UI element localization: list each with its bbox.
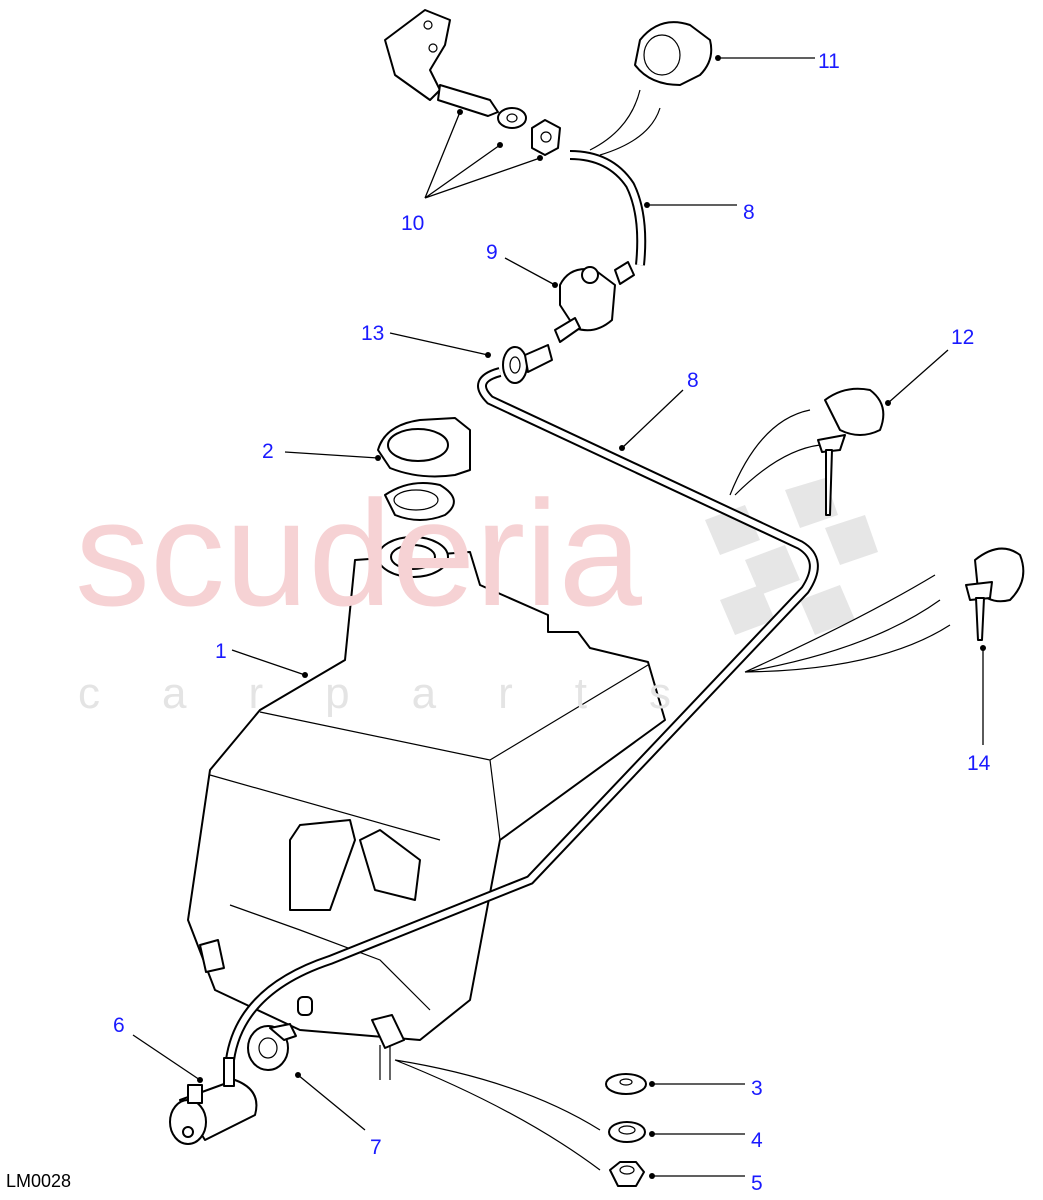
watermark-carparts: carparts — [78, 669, 733, 718]
washer-pump — [169, 1057, 258, 1145]
callout-2: 2 — [262, 440, 274, 463]
diagram-reference: LM0028 — [6, 1171, 71, 1191]
washer-hose — [225, 150, 819, 1061]
hose-connector — [502, 344, 553, 384]
non-return-valve — [554, 261, 635, 343]
watermark-scuderia: scuderia — [75, 469, 643, 637]
callout-12: 12 — [951, 326, 974, 349]
washer-spring — [608, 1121, 646, 1143]
callout-10: 10 — [401, 212, 424, 235]
callout-5: 5 — [751, 1172, 763, 1195]
checkered-flag-icon — [705, 478, 878, 635]
cable-tie — [744, 547, 1025, 673]
callout-13: 13 — [361, 322, 384, 345]
washer-reservoir — [187, 536, 666, 1080]
callout-11: 11 — [818, 50, 840, 73]
callouts: 1 2 3 4 5 6 7 8 8 9 10 11 12 13 14 — [113, 50, 991, 1195]
callout-8-upper: 8 — [743, 201, 755, 224]
hose-clip — [589, 21, 713, 156]
watermark: scuderia carparts — [75, 469, 733, 718]
callout-1: 1 — [215, 640, 227, 663]
callout-8-lower: 8 — [687, 369, 699, 392]
washer-plain — [605, 1073, 647, 1095]
callout-4: 4 — [751, 1129, 763, 1152]
callout-9: 9 — [486, 241, 498, 264]
pump-grommet — [247, 1023, 297, 1071]
callout-14: 14 — [967, 752, 991, 775]
callout-3: 3 — [751, 1077, 763, 1100]
filler-cap — [377, 417, 471, 521]
nut — [609, 1161, 645, 1187]
cable-tie — [729, 387, 885, 516]
callout-7: 7 — [370, 1136, 382, 1159]
washer-jet — [384, 9, 561, 156]
callout-6: 6 — [113, 1014, 125, 1037]
leader-lines — [132, 55, 986, 1179]
